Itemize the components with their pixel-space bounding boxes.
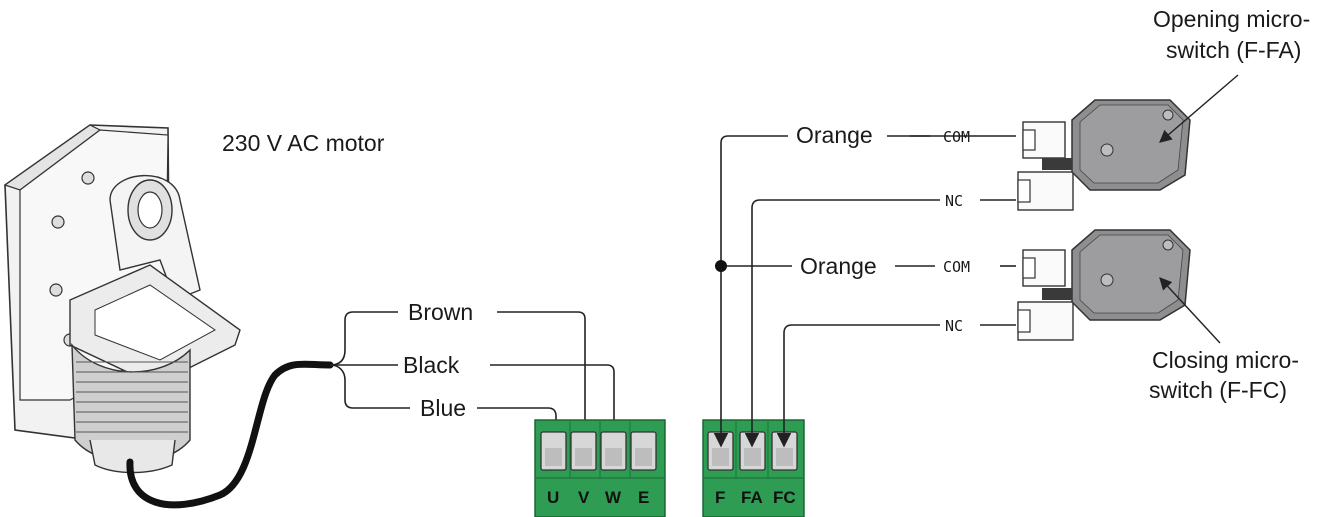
wire-label-brown: Brown — [408, 299, 473, 325]
opening-switch-leader — [1159, 74, 1239, 143]
pin-label-bottom-nc: NC — [945, 317, 963, 335]
motor-terminal-block — [534, 419, 666, 517]
motor-icon — [3, 124, 241, 474]
terminal-fc: FC — [773, 488, 796, 507]
limit-wires — [713, 135, 1016, 448]
wire-label-blue: Blue — [420, 395, 466, 421]
terminal-f: F — [715, 488, 725, 507]
pin-label-bottom-com: COM — [943, 258, 970, 276]
opening-microswitch-icon — [1017, 99, 1191, 211]
terminal-w: W — [605, 488, 622, 507]
motor-title: 230 V AC motor — [222, 130, 385, 156]
wire-label-orange-mid: Orange — [800, 253, 877, 279]
wire-label-black: Black — [403, 352, 460, 378]
terminal-e: E — [638, 488, 649, 507]
junction-dot — [715, 260, 727, 272]
motor-wires — [329, 311, 622, 448]
wire-label-orange-top: Orange — [796, 122, 873, 148]
opening-switch-label-line2: switch (F-FA) — [1166, 37, 1301, 63]
terminal-u: U — [547, 488, 559, 507]
closing-switch-leader — [1159, 277, 1221, 344]
pin-label-top-com: COM — [943, 128, 970, 146]
terminal-v: V — [578, 488, 590, 507]
terminal-fa: FA — [741, 488, 763, 507]
closing-switch-label-line2: switch (F-FC) — [1149, 377, 1287, 403]
opening-switch-label-line1: Opening micro- — [1153, 6, 1310, 32]
motor-cable — [126, 360, 334, 509]
closing-switch-label-line1: Closing micro- — [1152, 347, 1299, 373]
pin-label-top-nc: NC — [945, 192, 963, 210]
closing-microswitch-icon — [1017, 229, 1191, 341]
